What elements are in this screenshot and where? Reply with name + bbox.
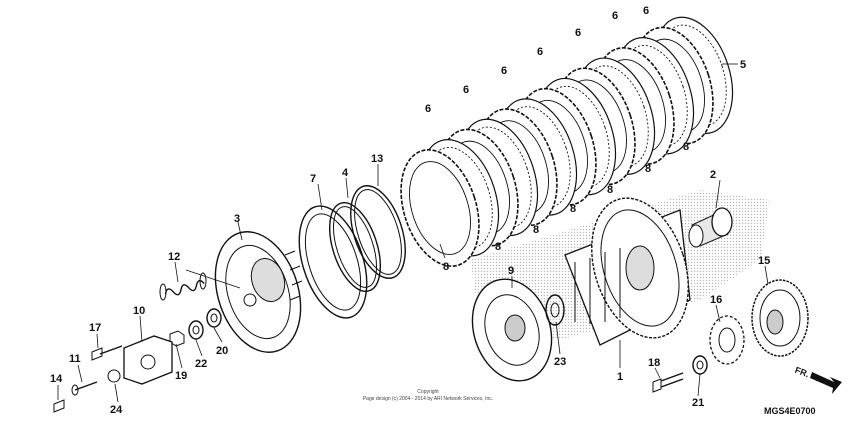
- pressure-plate-3: [214, 231, 303, 353]
- spring-seat-4: [329, 202, 381, 292]
- callout-6e: 6: [575, 27, 581, 39]
- friction-disc-6: [400, 149, 480, 267]
- callout-10: 10: [133, 305, 145, 317]
- callout-19: 19: [175, 370, 187, 382]
- callout-8b: 8: [495, 241, 501, 253]
- callout-8c: 8: [533, 224, 539, 236]
- copyright-line1: Copyright: [417, 389, 439, 395]
- callout-13: 13: [371, 153, 383, 165]
- callout-18: 18: [648, 357, 660, 369]
- callout-8e: 8: [607, 184, 613, 196]
- callout-6c: 6: [501, 65, 507, 77]
- callout-labels: 1 2 3 4 5 6 6 6 6 6 6 6 7 8 8 8 8 8 8 8 …: [50, 5, 770, 416]
- callout-8d: 8: [570, 203, 576, 215]
- clutch-spring-12: [159, 272, 207, 301]
- callout-6g: 6: [643, 5, 649, 17]
- callout-11: 11: [69, 353, 81, 365]
- direction-label: FR.: [794, 365, 811, 379]
- callout-8f: 8: [645, 163, 651, 175]
- diagram-code: MGS4E0700: [764, 406, 816, 416]
- callout-2: 2: [710, 169, 716, 181]
- callout-3: 3: [234, 213, 240, 225]
- callout-15: 15: [758, 255, 770, 267]
- callout-1: 1: [617, 371, 623, 383]
- callout-6a: 6: [425, 103, 431, 115]
- washer-21: [692, 355, 708, 375]
- clutch-plate-stack: [400, 16, 734, 267]
- small-hardware: [53, 308, 222, 413]
- judder-spring-13: [350, 185, 406, 279]
- callout-17: 17: [89, 322, 101, 334]
- callout-8g: 8: [683, 141, 689, 153]
- callout-24: 24: [110, 404, 123, 416]
- gear-15: [751, 279, 809, 357]
- callout-16: 16: [710, 294, 722, 306]
- bolt-18: [652, 372, 684, 393]
- callout-20: 20: [216, 345, 228, 357]
- thrust-washer-23: [545, 294, 565, 326]
- copyright-line2: Page design (c) 2004 - 2014 by ARI Netwo…: [363, 396, 493, 402]
- callout-14: 14: [50, 373, 63, 385]
- clutch-center-9: [471, 278, 553, 382]
- callout-6d: 6: [537, 46, 543, 58]
- callout-4: 4: [342, 167, 349, 179]
- callout-6f: 6: [612, 10, 618, 22]
- callout-23: 23: [554, 356, 566, 368]
- callout-8a: 8: [443, 261, 449, 273]
- friction-disc-7: [298, 205, 368, 319]
- callout-5: 5: [740, 59, 746, 71]
- callout-9: 9: [508, 265, 514, 277]
- callout-12: 12: [168, 251, 180, 263]
- callout-21: 21: [692, 397, 704, 409]
- callout-6b: 6: [463, 84, 469, 96]
- callout-7: 7: [310, 173, 316, 185]
- leader-lines: [57, 63, 769, 403]
- clutch-outer-1: [564, 197, 691, 346]
- needle-bearing-collar-2: [688, 207, 733, 248]
- callout-22: 22: [195, 358, 207, 370]
- front-direction-arrow: [810, 372, 842, 394]
- lock-washer-16: [709, 315, 745, 365]
